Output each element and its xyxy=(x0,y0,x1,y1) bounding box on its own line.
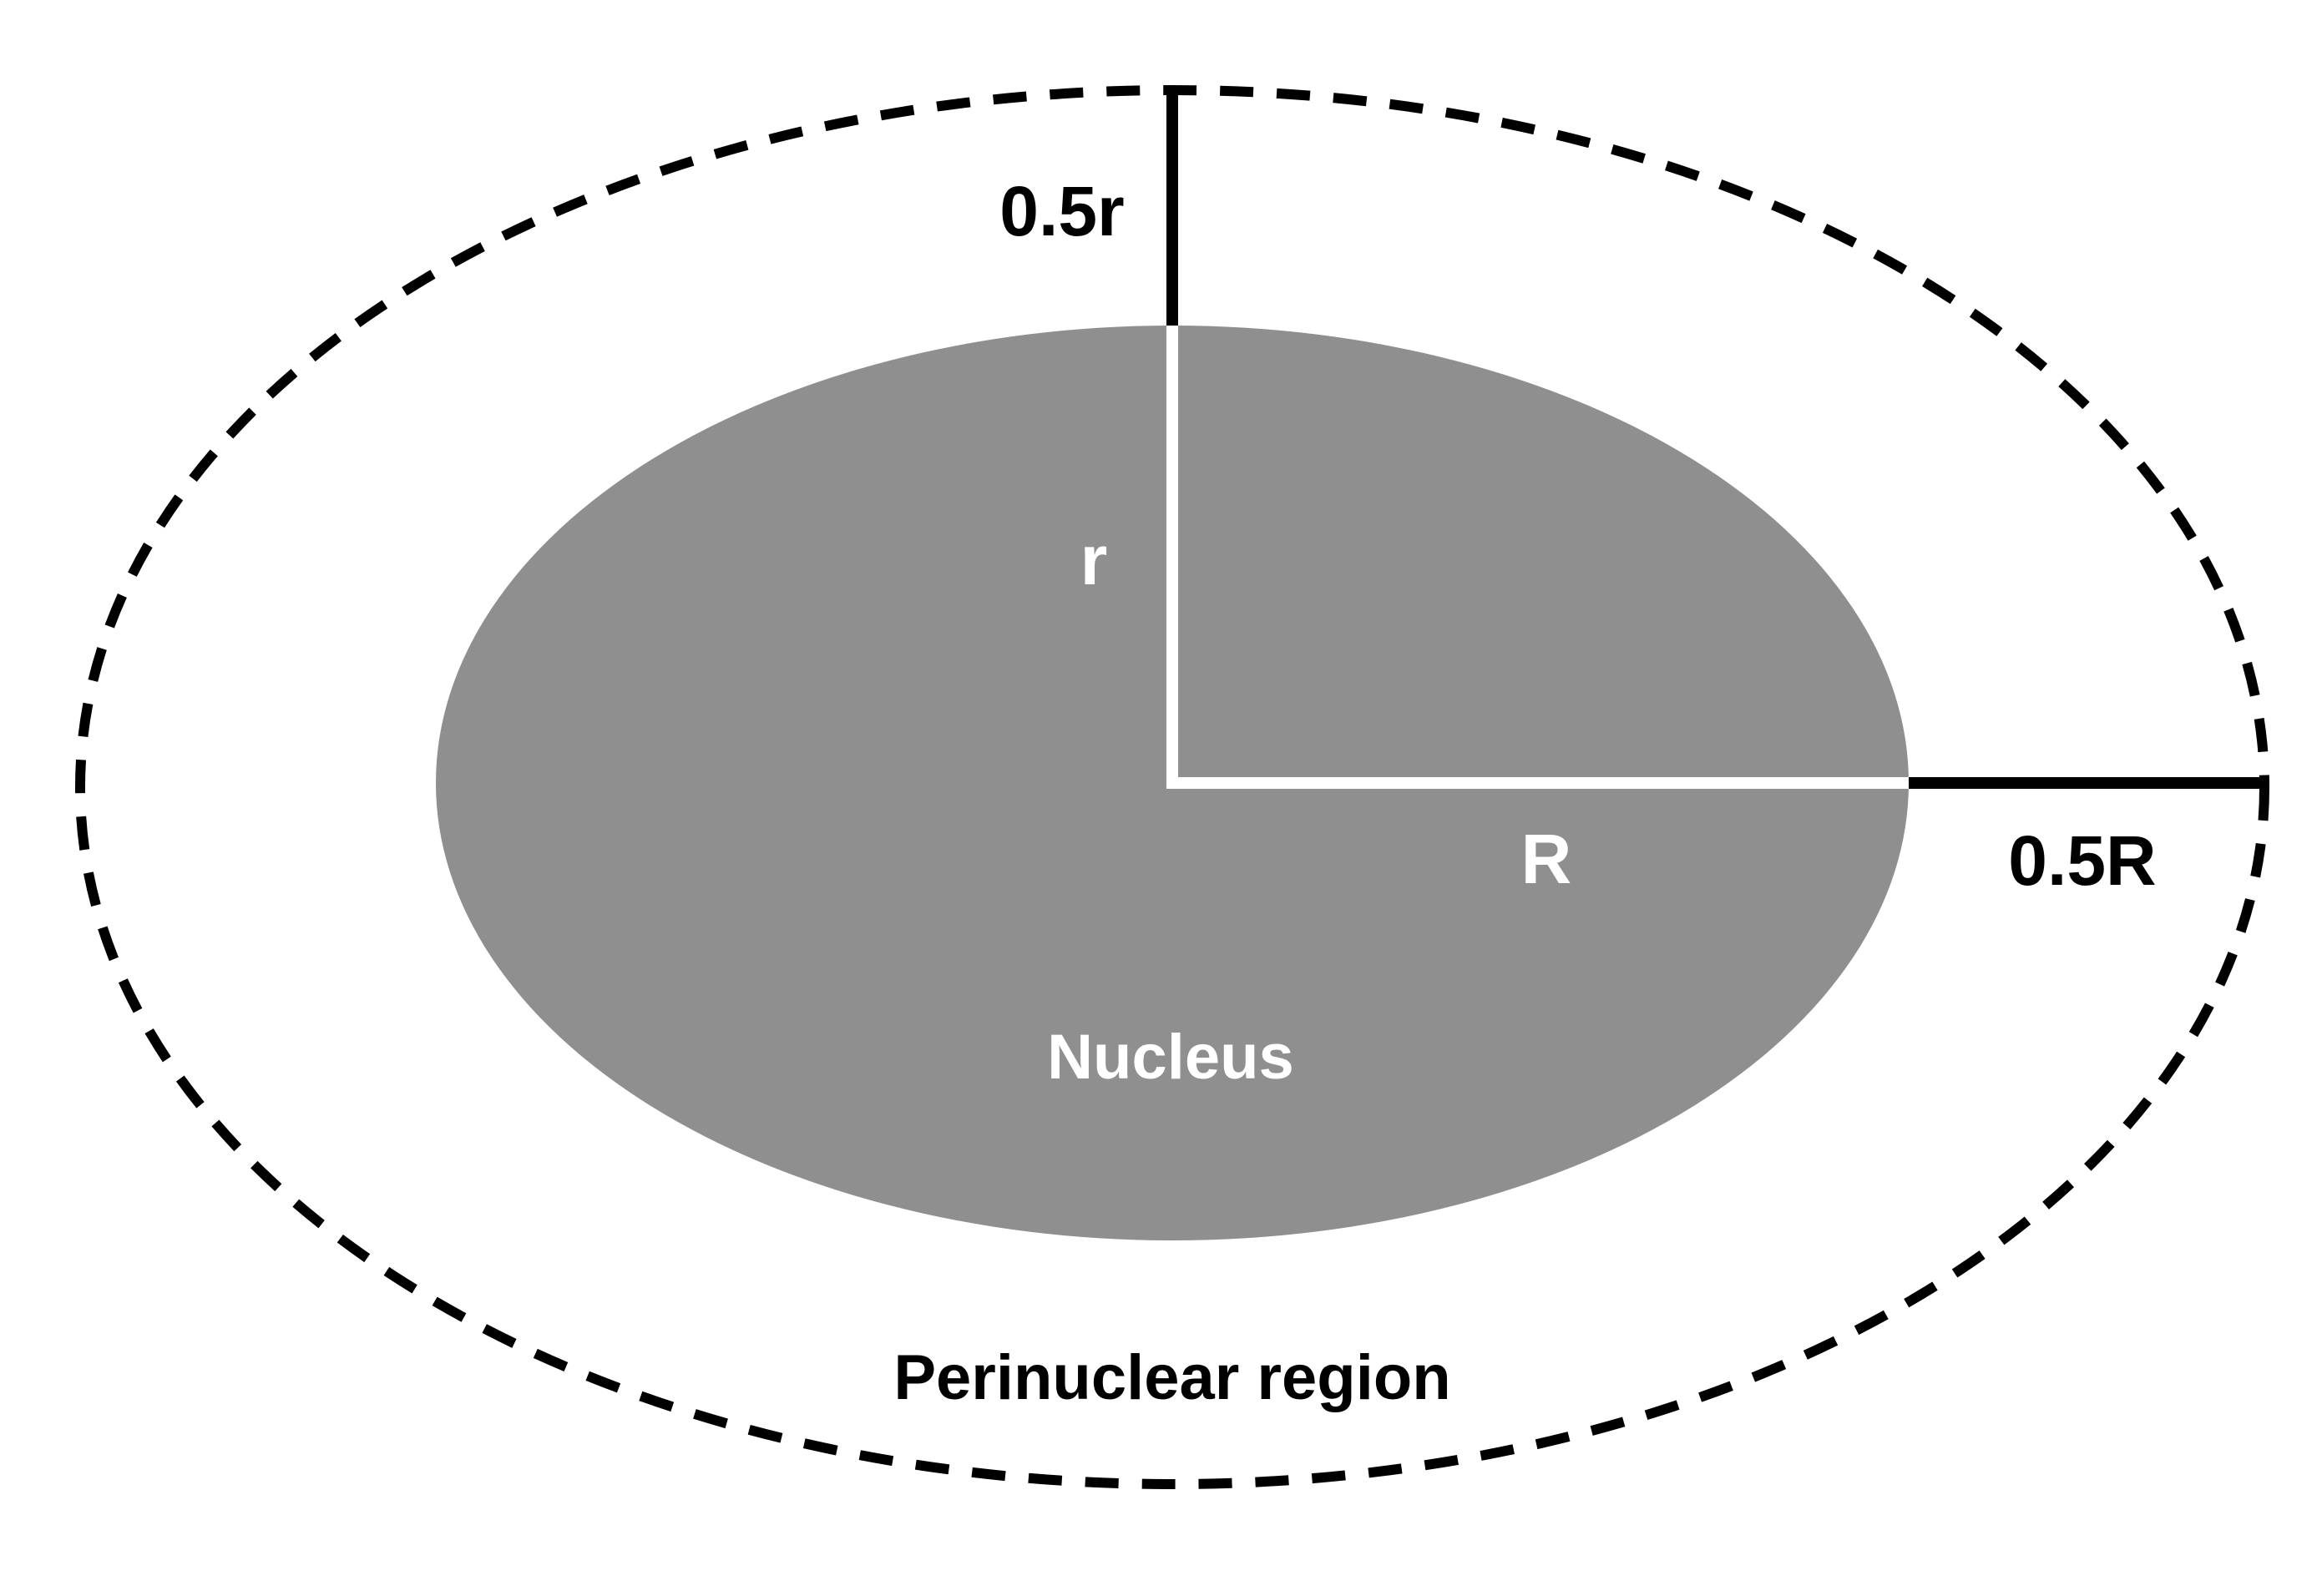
inner-R-label: R xyxy=(1521,820,1572,898)
outer-r-label: 0.5r xyxy=(999,172,1124,250)
inner-r-label: r xyxy=(1080,521,1108,599)
perinuclear-region-label: Perinuclear region xyxy=(893,1342,1450,1413)
nucleus-label: Nucleus xyxy=(1047,1022,1294,1093)
outer-R-label: 0.5R xyxy=(2008,821,2156,900)
